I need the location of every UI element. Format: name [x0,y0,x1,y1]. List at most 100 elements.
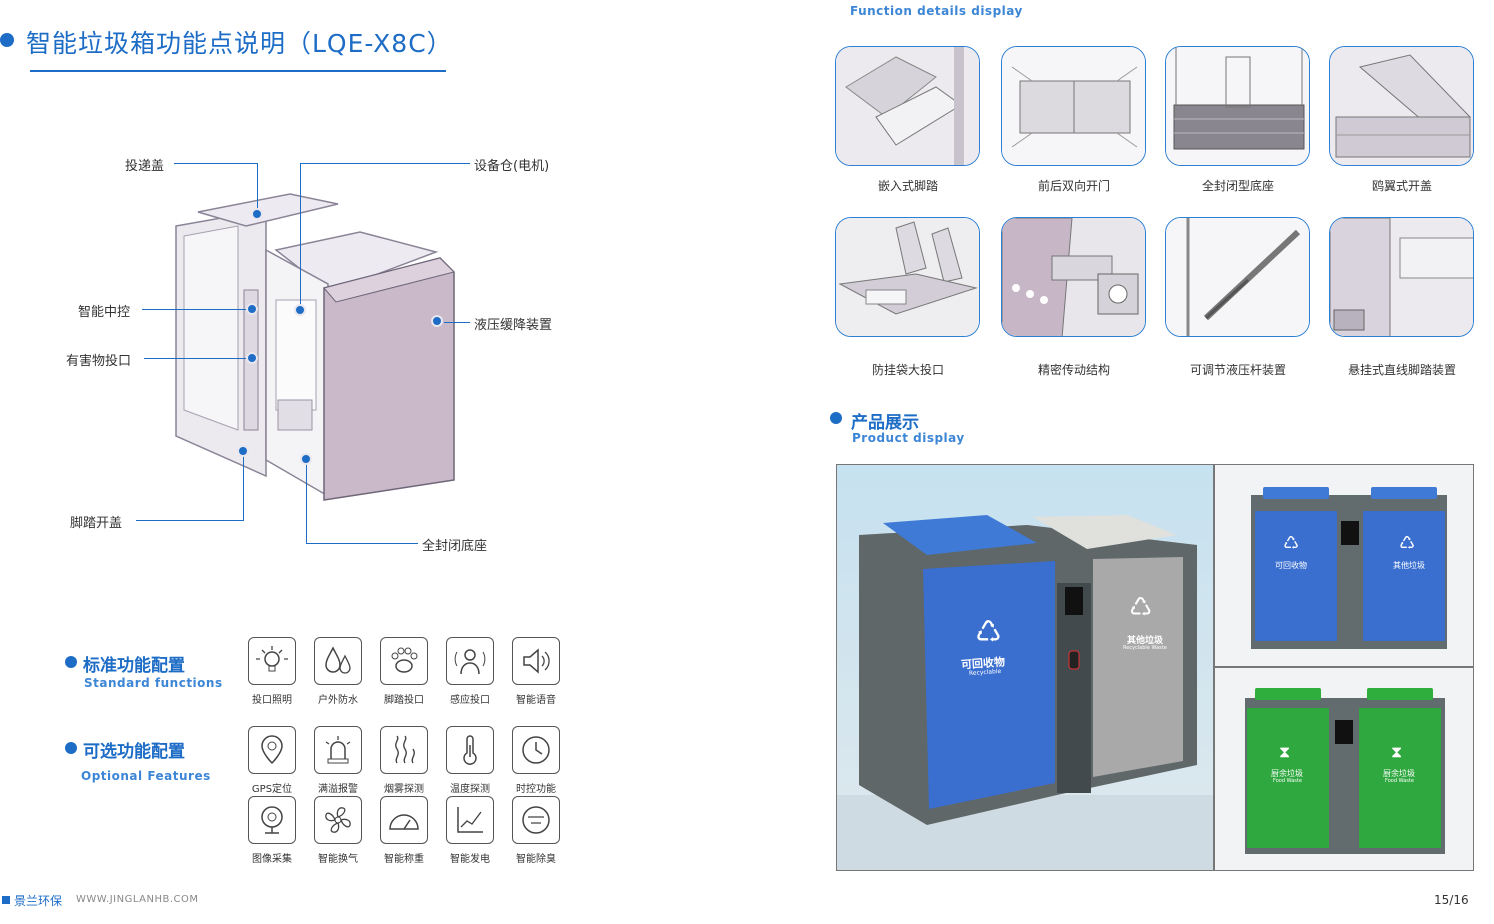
leader-line [243,452,244,520]
feature-temperature: 温度探测 [446,726,505,795]
bin-label-recyclable-small: 可回收物 [1275,561,1307,570]
title-underline [30,70,446,72]
leader-line [306,460,307,544]
feature-label: GPS定位 [251,784,293,795]
tile-gullwing-lid [1329,46,1474,166]
feature-smoke: 烟雾探测 [380,726,439,795]
bin-label-food-en: Food Waste [1273,778,1302,784]
feature-timer: 时控功能 [512,726,571,795]
feature-label: 满溢报警 [318,784,358,795]
feature-label: 智能称重 [384,854,424,865]
feature-label: 智能发电 [450,854,490,865]
callout-hazardous-port: 有害物投口 [66,354,132,369]
standard-functions-title: 标准功能配置 [83,656,185,676]
tile-label: 前后双向开门 [1037,179,1110,193]
bin-label-other-small: 其他垃圾 [1393,561,1425,570]
smoke-icon [380,726,428,774]
bin-label-food-en-right: Food Waste [1385,778,1414,784]
feature-deodorize: 智能除臭 [512,796,571,865]
alarm-icon [314,726,362,774]
feature-pedal: 脚踏投口 [380,637,439,706]
callout-equipment-bay: 设备仓(电机) [474,159,550,174]
feature-label: 感应投口 [450,695,490,706]
leader-line [142,309,248,310]
callout-point [251,208,263,220]
callout-point [246,303,258,315]
callout-hydraulic: 液压缓降装置 [474,318,553,333]
tile-label: 嵌入式脚踏 [877,179,938,193]
tile-two-way-door [1001,46,1146,166]
tile-large-opening [835,217,980,337]
tile-precision-drive [1001,217,1146,337]
clock-icon [512,726,560,774]
tile-hanging-pedal [1329,217,1474,337]
callout-point [246,352,258,364]
tile-label: 防挂袋大投口 [871,363,944,377]
camera-icon [248,796,296,844]
product-display-title: 产品展示 [851,413,919,433]
feature-label: 智能换气 [318,854,358,865]
feature-overflow-alarm: 满溢报警 [314,726,373,795]
feature-label: 户外防水 [318,695,358,706]
person-sensor-icon [446,637,494,685]
feature-sensor: 感应投口 [446,637,505,706]
bin-label-food-right: 厨余垃圾 [1383,769,1415,778]
tile-hydraulic-rod [1165,217,1310,337]
tile-label: 全封闭型底座 [1201,179,1274,193]
feature-label: 脚踏投口 [384,695,424,706]
hourglass-icon: ⧗ [1279,742,1291,761]
feature-waterproof: 户外防水 [314,637,373,706]
tile-embedded-pedal [835,46,980,166]
leader-line [306,543,418,544]
feature-gps: GPS定位 [248,726,307,795]
leader-line [174,163,258,164]
fan-icon [314,796,362,844]
leader-line [257,163,258,215]
tile-label: 可调节液压杆装置 [1189,363,1286,377]
footer-brand: 景兰环保 [14,894,63,908]
bulb-icon [248,637,296,685]
hourglass-icon: ⧗ [1391,742,1403,761]
feature-label: 温度探测 [450,784,490,795]
title-bullet [0,33,14,47]
tile-label: 鸥翼式开盖 [1371,179,1432,193]
callout-pedal-open: 脚踏开盖 [70,516,123,531]
feature-weighing: 智能称重 [380,796,439,865]
feature-label: 智能语音 [516,695,556,706]
bin-structure-illustration [175,193,455,501]
deodorize-icon [512,796,560,844]
callout-point [300,453,312,465]
feature-voice: 智能语音 [512,637,571,706]
leader-line [444,322,470,323]
page-title: 智能垃圾箱功能点说明（LQE-X8C） [26,29,453,58]
feature-label: 智能除臭 [516,854,556,865]
callout-delivery-lid: 投递盖 [125,159,165,174]
recycle-icon: ♺ [1399,533,1416,554]
bin-label-other-en: Recyclable Waste [1123,645,1167,651]
feature-lighting: 投口照明 [248,637,307,706]
optional-features-title: 可选功能配置 [83,742,185,762]
bin-label-food: 厨余垃圾 [1271,769,1303,778]
product-display-subtitle: Product display [852,431,965,445]
leader-line [300,163,470,164]
page-number: 15/16 [1434,893,1469,907]
location-pin-icon [248,726,296,774]
feature-ventilation: 智能换气 [314,796,373,865]
feature-camera: 图像采集 [248,796,307,865]
paw-icon [380,637,428,685]
line-graph-icon [446,796,494,844]
leader-line [300,163,301,313]
callout-sealed-base: 全封闭底座 [422,539,488,554]
water-drop-icon [314,637,362,685]
optional-features-subtitle: Optional Features [81,769,211,783]
recycle-icon: ♺ [975,615,1002,650]
feature-label: 投口照明 [252,695,292,706]
leader-line [144,358,248,359]
feature-label: 时控功能 [516,784,556,795]
leader-line [136,520,244,521]
recycle-icon: ♺ [1129,593,1153,623]
tile-label: 悬挂式直线脚踏装置 [1347,363,1456,377]
scale-gauge-icon [380,796,428,844]
footer-bullet [2,896,10,904]
speaker-icon [512,637,560,685]
